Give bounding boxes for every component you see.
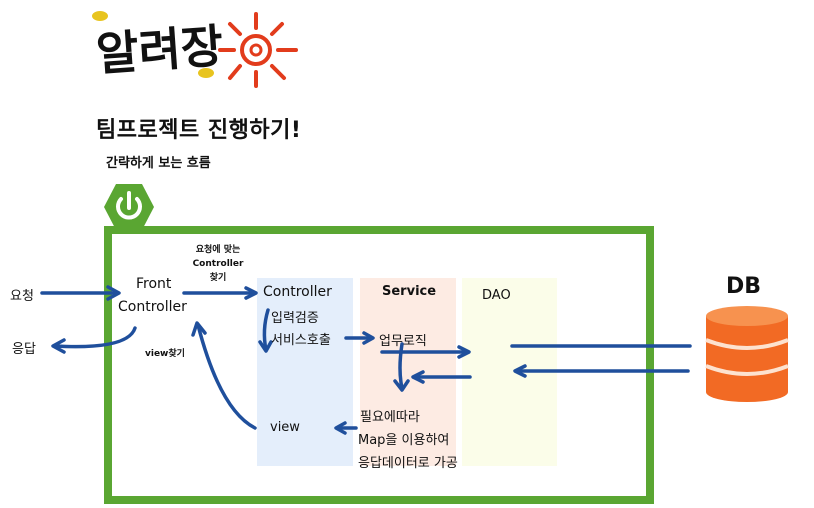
view-label: view [270,420,300,435]
service-note-1: 필요에따라 [360,410,420,425]
service-down-arrow [398,342,404,390]
power-icon [104,184,154,230]
front-controller-label-2: Controller [118,299,187,315]
view-find-label: view찾기 [145,349,185,359]
find-controller-note-3: 찾기 [209,273,227,283]
find-controller-note-1: 요청에 맞는 [195,245,241,255]
service-column [360,278,456,466]
database-icon [705,306,789,402]
controller-step-service-call: 서비스호출 [271,333,331,348]
response-arrow [53,326,137,349]
page-title: 팀프로젝트 진행하기! [96,118,302,143]
yellow-dot-icon [92,11,108,21]
service-note-3: 응답데이터로 가공 [358,456,458,471]
page-subtitle: 간략하게 보는 흐름 [106,156,211,171]
find-controller-note: 요청에 맞는 Controller 찾기 [188,243,248,285]
db-label: DB [726,274,762,299]
request-label: 요청 [10,289,34,304]
spring-container-frame [104,226,654,504]
view-to-front-arrow [196,323,257,430]
service-step-business-logic: 업무로직 [379,334,427,349]
dao-title: DAO [482,288,511,303]
controller-column [257,278,353,466]
sun-icon [218,12,298,88]
front-controller-label-1: Front [136,276,172,292]
service-note-2: Map을 이용하여 [358,433,450,448]
response-label: 응답 [12,342,36,357]
service-title: Service [382,284,437,299]
controller-down-arrow [262,308,270,352]
find-controller-note-2: Controller [192,259,244,269]
controller-step-validate: 입력검증 [271,311,319,326]
yellow-dot-icon [198,68,214,78]
controller-title: Controller [263,284,332,300]
